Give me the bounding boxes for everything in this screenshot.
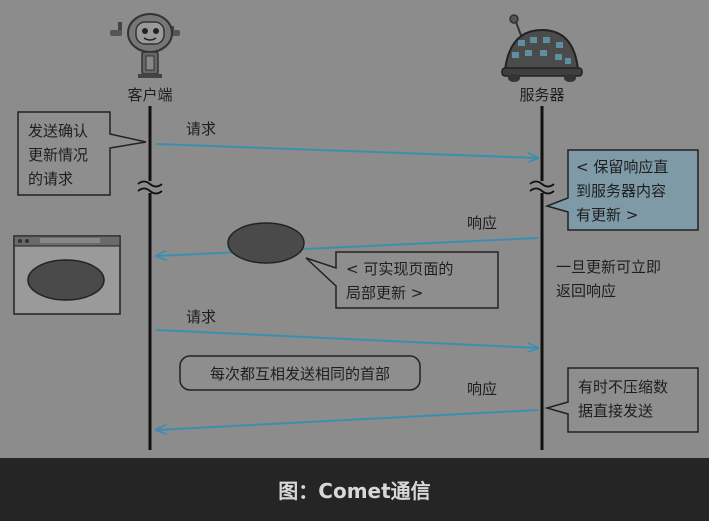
response-arrow-1 bbox=[156, 237, 539, 256]
figure-caption: 图：Comet通信 bbox=[0, 458, 709, 521]
partial-update-note: < 可实现页面的 局部更新 > bbox=[305, 251, 499, 309]
response-arrow-2 bbox=[156, 409, 539, 430]
server-hold-note-line-2: 到服务器内容 bbox=[576, 182, 666, 200]
server-lifeline-break bbox=[529, 180, 555, 195]
no-compress-note-line-1: 有时不压缩数 bbox=[578, 378, 668, 396]
server-hold-note: < 保留响应直 到服务器内容 有更新 > bbox=[544, 149, 699, 231]
client-request-note-line-2: 更新情况 bbox=[28, 146, 88, 164]
response-data-ellipse bbox=[227, 222, 305, 264]
browser-window-icon bbox=[13, 235, 121, 315]
no-compress-note: 有时不压缩数 据直接发送 bbox=[544, 367, 699, 433]
no-compress-note-line-2: 据直接发送 bbox=[578, 402, 653, 420]
return-immediately-line-1: 一旦更新可立即 bbox=[556, 258, 661, 276]
client-lifeline-break bbox=[137, 180, 163, 195]
request-arrow-2 bbox=[155, 329, 538, 348]
sequence-diagram: 客户端 服务器 请求 响应 请求 响应 bbox=[0, 0, 709, 458]
server-label: 服务器 bbox=[519, 86, 564, 104]
partial-update-note-line-1: < 可实现页面的 bbox=[346, 260, 453, 278]
same-header-note: 每次都互相发送相同的首部 bbox=[179, 355, 421, 391]
request-label-2: 请求 bbox=[186, 308, 216, 326]
client-request-note-line-3: 的请求 bbox=[28, 170, 73, 188]
return-immediately-line-2: 返回响应 bbox=[556, 282, 616, 300]
server-hold-note-line-3: 有更新 > bbox=[576, 206, 638, 224]
request-label-1: 请求 bbox=[186, 120, 216, 138]
client-request-note-line-1: 发送确认 bbox=[28, 122, 88, 140]
server-turtle-icon bbox=[501, 14, 583, 82]
client-label: 客户端 bbox=[127, 86, 172, 104]
response-label-2: 响应 bbox=[467, 380, 497, 398]
server-hold-note-line-1: < 保留响应直 bbox=[576, 158, 668, 176]
updated-region-ellipse bbox=[27, 259, 105, 301]
same-header-note-text: 每次都互相发送相同的首部 bbox=[210, 365, 390, 383]
request-arrow-1 bbox=[155, 143, 538, 158]
response-label-1: 响应 bbox=[467, 214, 497, 232]
client-robot-icon bbox=[110, 13, 180, 78]
partial-update-note-line-2: 局部更新 > bbox=[346, 284, 423, 302]
client-request-note: 发送确认 更新情况 的请求 bbox=[17, 111, 147, 196]
